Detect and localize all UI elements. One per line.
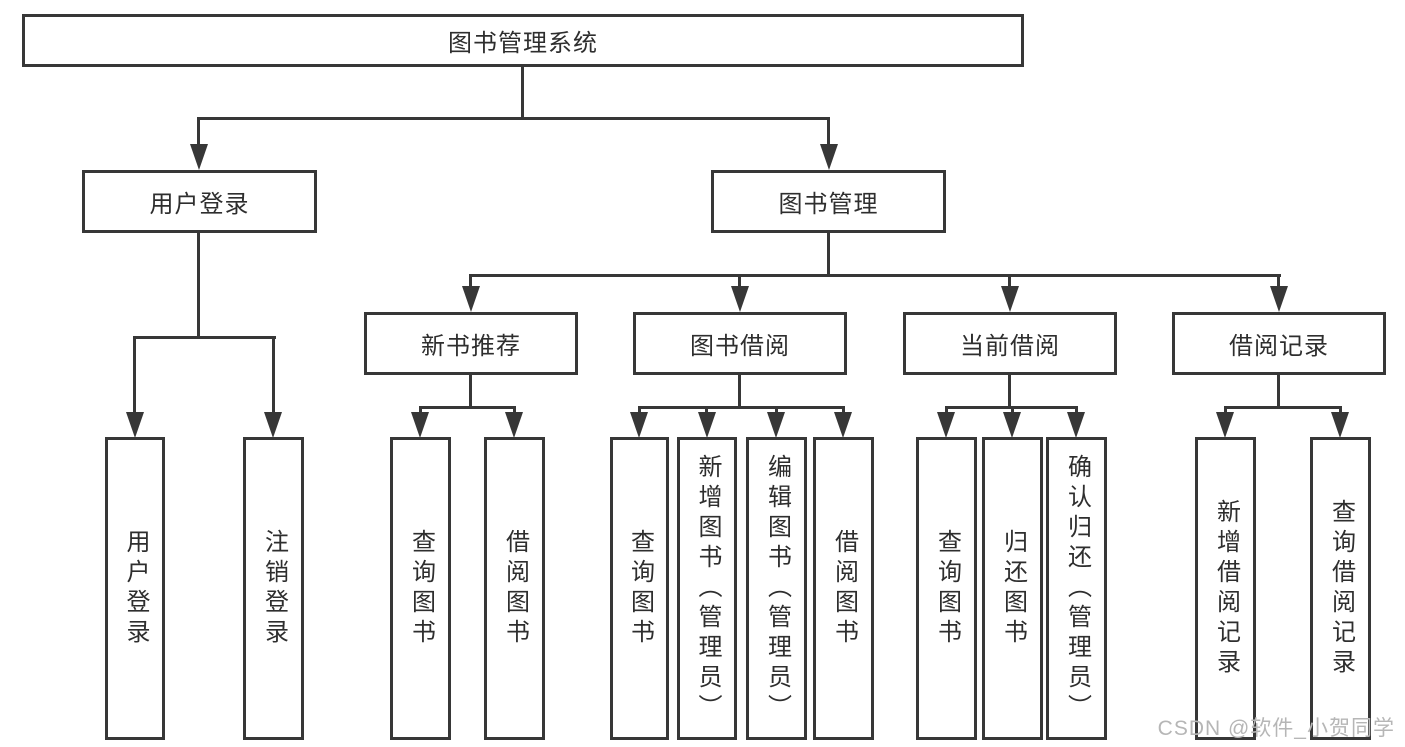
connector-line bbox=[272, 336, 275, 415]
node-label: 新增图书（管理员） bbox=[694, 453, 721, 724]
leaf-add-book: 新增图书（管理员） bbox=[677, 437, 737, 740]
leaf-query-book-1: 查询图书 bbox=[390, 437, 451, 740]
connector-line bbox=[469, 274, 1281, 277]
arrow-down-icon bbox=[190, 144, 208, 170]
connector-line bbox=[638, 406, 845, 409]
arrow-down-icon bbox=[505, 412, 523, 438]
arrow-down-icon bbox=[411, 412, 429, 438]
node-label: 用户登录 bbox=[149, 191, 250, 218]
connector-line bbox=[1224, 406, 1342, 409]
node-label: 当前借阅 bbox=[960, 333, 1060, 360]
arrow-down-icon bbox=[820, 144, 838, 170]
connector-line bbox=[133, 336, 136, 415]
node-current-borrow: 当前借阅 bbox=[903, 312, 1117, 375]
connector-line bbox=[197, 117, 200, 147]
arrow-down-icon bbox=[264, 412, 282, 438]
connector-line bbox=[197, 117, 830, 120]
connector-line bbox=[827, 117, 830, 147]
arrow-down-icon bbox=[1270, 286, 1288, 312]
arrow-down-icon bbox=[731, 286, 749, 312]
node-label: 图书借阅 bbox=[690, 333, 790, 360]
connector-line bbox=[1339, 406, 1342, 415]
leaf-borrow-book-2: 借阅图书 bbox=[813, 437, 874, 740]
node-label: 查询图书 bbox=[407, 528, 435, 649]
arrow-down-icon bbox=[937, 412, 955, 438]
node-label: 借阅图书 bbox=[830, 528, 858, 649]
leaf-query-book-3: 查询图书 bbox=[916, 437, 977, 740]
connector-line bbox=[1277, 274, 1280, 289]
node-user-login: 用户登录 bbox=[82, 170, 317, 233]
connector-line bbox=[842, 406, 845, 415]
connector-line bbox=[945, 406, 948, 415]
leaf-add-record: 新增借阅记录 bbox=[1195, 437, 1256, 740]
connector-line bbox=[738, 274, 741, 289]
arrow-down-icon bbox=[630, 412, 648, 438]
connector-line bbox=[827, 232, 830, 277]
connector-line bbox=[1008, 374, 1011, 409]
connector-line bbox=[1075, 406, 1078, 415]
node-label: 确认归还（管理员） bbox=[1063, 453, 1091, 724]
leaf-borrow-book-1: 借阅图书 bbox=[484, 437, 545, 740]
connector-line bbox=[638, 406, 641, 415]
connector-line bbox=[1277, 374, 1280, 409]
arrow-down-icon bbox=[1003, 412, 1021, 438]
node-borrow-records: 借阅记录 bbox=[1172, 312, 1386, 375]
node-label: 用户登录 bbox=[122, 528, 149, 649]
node-label: 查询图书 bbox=[933, 528, 961, 649]
node-label: 归还图书 bbox=[999, 528, 1027, 649]
node-label: 查询图书 bbox=[626, 528, 654, 649]
leaf-logout: 注销登录 bbox=[243, 437, 304, 740]
arrow-down-icon bbox=[126, 412, 144, 438]
leaf-return-book: 归还图书 bbox=[982, 437, 1043, 740]
node-label: 新增借阅记录 bbox=[1212, 498, 1240, 679]
leaf-edit-book: 编辑图书（管理员） bbox=[746, 437, 807, 740]
watermark: CSDN @软件_小贺同学 bbox=[1157, 717, 1395, 740]
connector-line bbox=[705, 406, 708, 415]
leaf-query-book-2: 查询图书 bbox=[610, 437, 669, 740]
connector-line bbox=[521, 66, 524, 118]
arrow-down-icon bbox=[834, 412, 852, 438]
connector-line bbox=[1008, 274, 1011, 289]
arrow-down-icon bbox=[1331, 412, 1349, 438]
connector-line bbox=[419, 406, 516, 409]
node-label: 借阅图书 bbox=[501, 528, 529, 649]
connector-line bbox=[469, 374, 472, 409]
arrow-down-icon bbox=[462, 286, 480, 312]
node-label: 查询借阅记录 bbox=[1327, 498, 1355, 679]
leaf-query-record: 查询借阅记录 bbox=[1310, 437, 1371, 740]
connector-line bbox=[513, 406, 516, 415]
node-label: 图书管理系统 bbox=[448, 30, 598, 57]
connector-line bbox=[775, 406, 778, 415]
node-label: 注销登录 bbox=[260, 528, 288, 649]
connector-line bbox=[469, 274, 472, 289]
arrow-down-icon bbox=[698, 412, 716, 438]
leaf-confirm-return: 确认归还（管理员） bbox=[1046, 437, 1107, 740]
node-label: 编辑图书（管理员） bbox=[763, 453, 791, 724]
node-label: 新书推荐 bbox=[421, 333, 521, 360]
arrow-down-icon bbox=[1067, 412, 1085, 438]
connector-line bbox=[419, 406, 422, 415]
node-label: 图书管理 bbox=[778, 191, 879, 218]
arrow-down-icon bbox=[767, 412, 785, 438]
node-new-book-rec: 新书推荐 bbox=[364, 312, 578, 375]
node-label: 借阅记录 bbox=[1229, 333, 1329, 360]
node-root: 图书管理系统 bbox=[22, 14, 1024, 67]
connector-line bbox=[738, 374, 741, 409]
arrow-down-icon bbox=[1216, 412, 1234, 438]
connector-line bbox=[1224, 406, 1227, 415]
connector-line bbox=[133, 336, 276, 339]
node-book-mgmt: 图书管理 bbox=[711, 170, 946, 233]
node-book-borrow: 图书借阅 bbox=[633, 312, 847, 375]
leaf-user-login: 用户登录 bbox=[105, 437, 165, 740]
connector-line bbox=[1011, 406, 1014, 415]
arrow-down-icon bbox=[1001, 286, 1019, 312]
connector-line bbox=[197, 232, 200, 339]
